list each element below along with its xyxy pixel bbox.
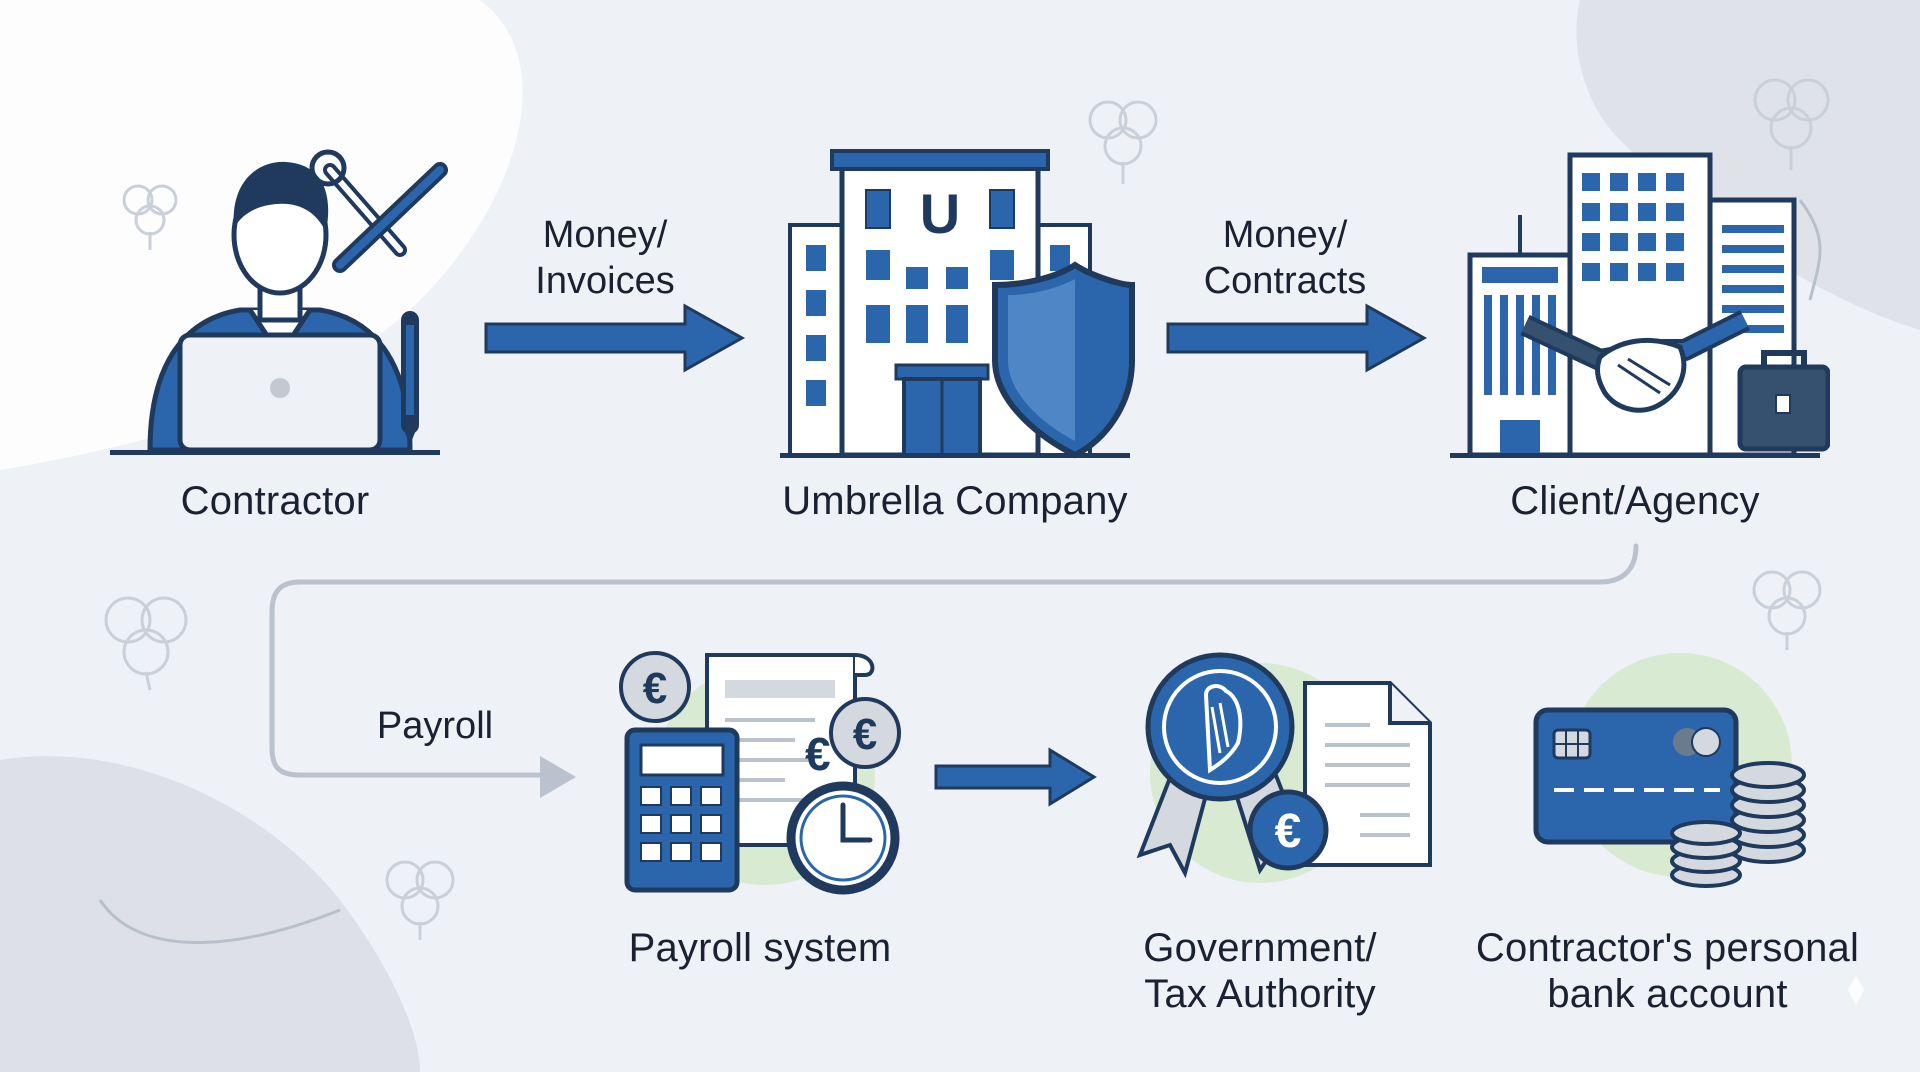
arrow-umbrella-to-client: [1166, 303, 1428, 373]
contractor-laptop-icon: [110, 149, 448, 455]
svg-text:€: €: [805, 728, 831, 780]
edge-label-money-contracts: Money/ Contracts: [1203, 214, 1367, 302]
government-label: Government/ Tax Authority: [1143, 926, 1377, 1016]
payroll-system-node: € € €: [615, 645, 915, 905]
arrow-contractor-to-umbrella: [484, 303, 746, 373]
building-letter: U: [920, 182, 960, 245]
client-node: [1450, 145, 1830, 465]
bank-account-label: Contractor's personal bank account: [1475, 926, 1860, 1016]
government-node: €: [1120, 645, 1440, 905]
umbrella-label: Umbrella Company: [782, 479, 1128, 523]
bank-card-coins-icon: [1533, 653, 1806, 888]
client-label: Client/Agency: [1510, 479, 1760, 523]
euro-coin-icon: €: [853, 710, 877, 759]
umbrella-node: U: [780, 145, 1140, 465]
edge-label-money-invoices: Money/ Invoices: [535, 214, 675, 302]
payroll-system-label: Payroll system: [628, 926, 892, 970]
euro-coin-icon: €: [643, 664, 667, 713]
bank-account-node: [1520, 650, 1820, 900]
harp-seal-document-icon: €: [1136, 652, 1432, 883]
edge-label-payroll: Payroll: [376, 705, 494, 747]
building-shield-icon: U: [780, 149, 1135, 459]
shamrock-icon: [122, 184, 178, 250]
calculator-clock-icon: € € €: [619, 651, 901, 895]
contractor-node: [110, 140, 450, 460]
office-handshake-icon: [1450, 152, 1830, 458]
contractor-label: Contractor: [180, 479, 370, 523]
euro-coin-icon: €: [1275, 805, 1302, 858]
arrow-payroll-to-government: [934, 747, 1097, 807]
